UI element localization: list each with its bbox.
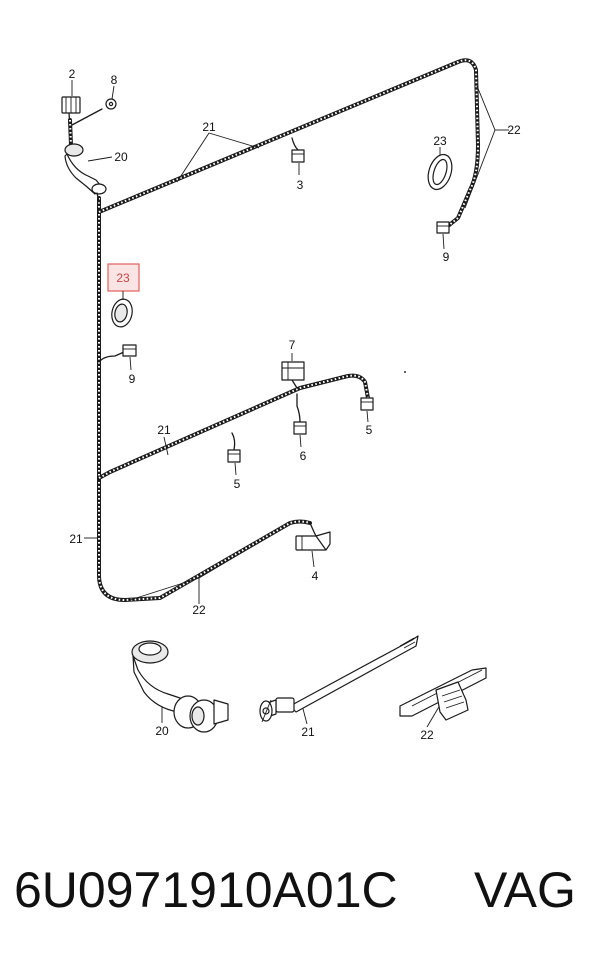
callout-21-top: 21 <box>202 120 216 134</box>
stray-dot <box>404 371 406 373</box>
detail-clip-22 <box>399 667 487 721</box>
harness-wires <box>97 58 480 602</box>
callout-8: 8 <box>111 73 118 87</box>
callout-5-right: 5 <box>366 423 373 437</box>
part-number: 6U0971910A01C <box>14 862 398 918</box>
callout-22-bottom: 22 <box>192 603 206 617</box>
plug-23-right <box>427 153 453 191</box>
connector-9-right <box>436 221 450 234</box>
callout-4: 4 <box>312 569 319 583</box>
callout-5-mid: 5 <box>234 477 241 491</box>
callout-23-right: 23 <box>433 134 447 148</box>
brand-label: VAG <box>474 862 576 918</box>
callout-20-detail: 20 <box>155 724 169 738</box>
connector-9-left <box>122 344 137 357</box>
callout-9-left: 9 <box>129 372 136 386</box>
connector-2-assembly <box>61 96 117 147</box>
callout-22-detail: 22 <box>420 728 434 742</box>
callout-22-right: 22 <box>507 123 521 137</box>
connector-6 <box>293 421 307 435</box>
callout-21-mid: 21 <box>157 423 171 437</box>
callout-2: 2 <box>69 67 76 81</box>
callout-7: 7 <box>289 338 296 352</box>
connector-3 <box>291 149 305 163</box>
connector-5-right <box>360 397 374 411</box>
callout-3: 3 <box>297 178 304 192</box>
detail-cable-tie-21 <box>259 635 419 723</box>
callout-20-top: 20 <box>114 150 128 164</box>
callout-6: 6 <box>300 449 307 463</box>
callout-21-detail: 21 <box>301 725 315 739</box>
connector-7 <box>281 361 305 381</box>
callout-labels: 2 8 20 21 3 23 22 9 23 9 7 5 6 21 5 21 4… <box>69 67 521 742</box>
plug-23-left <box>111 298 133 328</box>
grommet-20-installed <box>64 143 107 203</box>
connector-5-mid <box>227 449 241 463</box>
plug-23-highlight-box <box>107 263 140 292</box>
callout-21-left: 21 <box>69 532 83 546</box>
sub-branches <box>98 137 317 537</box>
detail-grommet-20 <box>131 640 229 733</box>
wiring-harness-diagram: 2 8 20 21 3 23 22 9 23 9 7 5 6 21 5 21 4… <box>61 58 521 742</box>
callout-9-right: 9 <box>443 250 450 264</box>
callout-23-highlight: 23 <box>116 271 130 285</box>
connector-4 <box>295 531 331 551</box>
